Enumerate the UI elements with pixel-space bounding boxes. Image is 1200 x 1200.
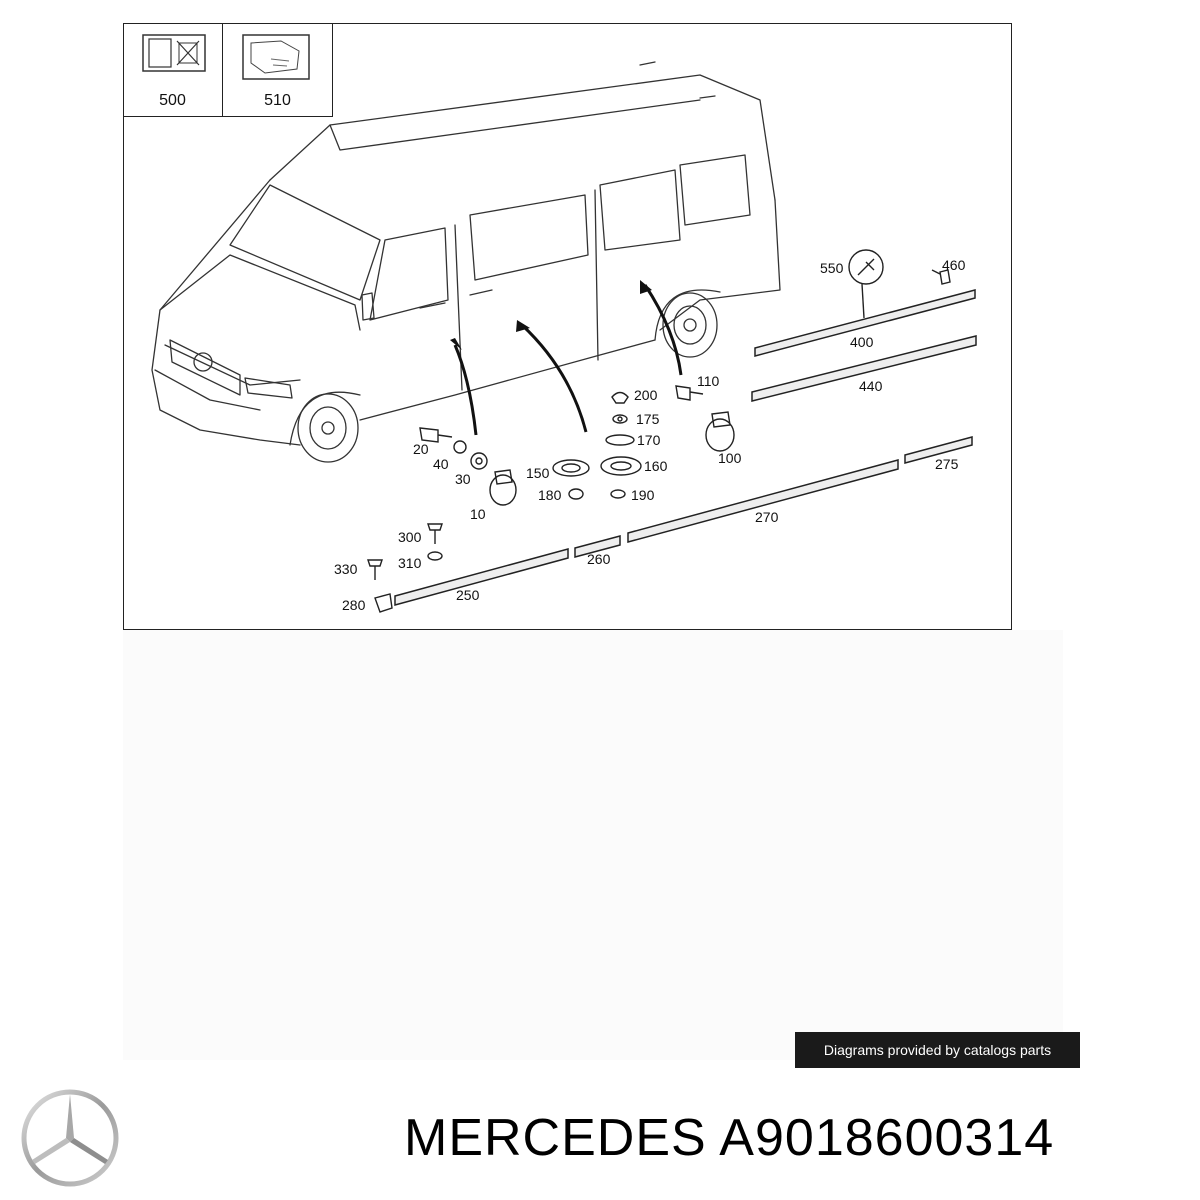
callout-330: 330 (334, 561, 358, 577)
callout-100: 100 (718, 450, 742, 466)
callout-10: 10 (470, 506, 486, 522)
callout-440: 440 (859, 378, 883, 394)
callout-200: 200 (634, 387, 658, 403)
callout-30: 30 (455, 471, 471, 487)
callout-550: 550 (820, 260, 844, 276)
callout-400: 400 (850, 334, 874, 350)
callout-180: 180 (538, 487, 562, 503)
callout-150: 150 (526, 465, 550, 481)
callout-40: 40 (433, 456, 449, 472)
callout-170: 170 (637, 432, 661, 448)
callout-275: 275 (935, 456, 959, 472)
brand-name: MERCEDES (404, 1109, 707, 1167)
callout-250: 250 (456, 587, 480, 603)
pointer-arrows (453, 284, 683, 436)
mercedes-star-icon (21, 1089, 119, 1187)
part-number: A9018600314 (719, 1109, 1055, 1167)
document-icon (142, 34, 206, 72)
callout-110: 110 (697, 373, 720, 389)
callout-160: 160 (644, 458, 668, 474)
arrow-heads (450, 280, 652, 350)
parts-diagram: 10 20 30 40 100 110 150 160 170 175 180 … (151, 61, 977, 613)
callout-190: 190 (631, 487, 655, 503)
callout-270: 270 (755, 509, 779, 525)
van-drawing (151, 61, 781, 463)
thumbnail-500[interactable]: 500 (123, 23, 223, 116)
callout-175: 175 (636, 411, 660, 427)
empty-diagram-area (123, 630, 1063, 1060)
thumbnail-label: 510 (264, 92, 291, 109)
callout-280: 280 (342, 597, 366, 613)
callout-300: 300 (398, 529, 422, 545)
callout-20: 20 (413, 441, 429, 457)
callout-labels: 10 20 30 40 100 110 150 160 170 175 180 … (334, 257, 966, 613)
sheet-icon (242, 34, 310, 80)
credit-banner: Diagrams provided by catalogs parts (795, 1032, 1080, 1068)
callout-460: 460 (942, 257, 966, 273)
callout-260: 260 (587, 551, 611, 567)
product-title: MERCEDES A9018600314 (404, 1108, 1054, 1168)
callout-310: 310 (398, 555, 422, 571)
thumbnail-label: 500 (159, 92, 186, 109)
molding-strips (394, 289, 977, 606)
thumbnail-510[interactable]: 510 (223, 23, 332, 116)
thumbnail-row: 500 510 (123, 23, 333, 117)
small-parts (367, 249, 951, 613)
